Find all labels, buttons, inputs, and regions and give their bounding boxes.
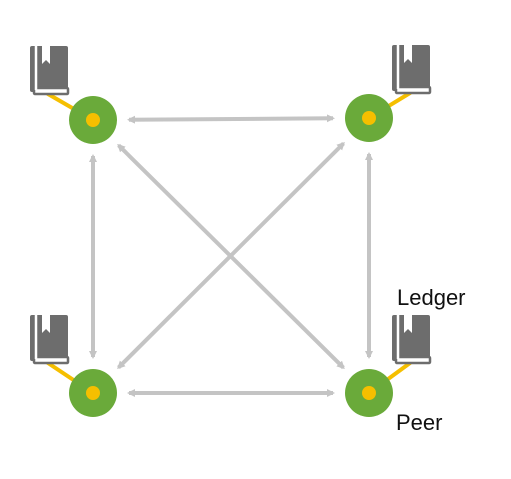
book-icon bbox=[30, 46, 70, 96]
peer-label: Peer bbox=[396, 410, 443, 435]
book-cover bbox=[392, 45, 430, 91]
peer-center-dot bbox=[86, 386, 100, 400]
peer-node-bottom-right bbox=[345, 369, 393, 417]
book-icon bbox=[30, 315, 70, 365]
book-pages bbox=[394, 85, 432, 95]
bookmark-ribbon bbox=[42, 46, 50, 64]
bookmark-ribbon bbox=[404, 45, 412, 63]
peer-node-top-right bbox=[345, 94, 393, 142]
peer-center-dot bbox=[86, 113, 100, 127]
peer-center-dot bbox=[362, 386, 376, 400]
ledgers-layer bbox=[30, 45, 432, 365]
bookmark-ribbon bbox=[42, 315, 50, 333]
peer-node-bottom-left bbox=[69, 369, 117, 417]
book-icon bbox=[392, 315, 432, 365]
book-cover bbox=[30, 315, 68, 361]
peer-center-dot bbox=[362, 111, 376, 125]
peer-node-top-left bbox=[69, 96, 117, 144]
book-cover bbox=[30, 46, 68, 92]
ledger-label: Ledger bbox=[397, 285, 466, 310]
book-pages bbox=[32, 355, 70, 365]
book-icon bbox=[392, 45, 432, 95]
book-pages bbox=[32, 86, 70, 96]
edge-top-left-to-top-right bbox=[126, 114, 336, 124]
edges-layer bbox=[89, 114, 373, 397]
book-cover bbox=[392, 315, 430, 361]
edge-top-right-to-bottom-left bbox=[117, 141, 345, 370]
peers-layer bbox=[69, 94, 393, 417]
book-pages bbox=[394, 355, 432, 365]
bookmark-ribbon bbox=[404, 315, 412, 333]
